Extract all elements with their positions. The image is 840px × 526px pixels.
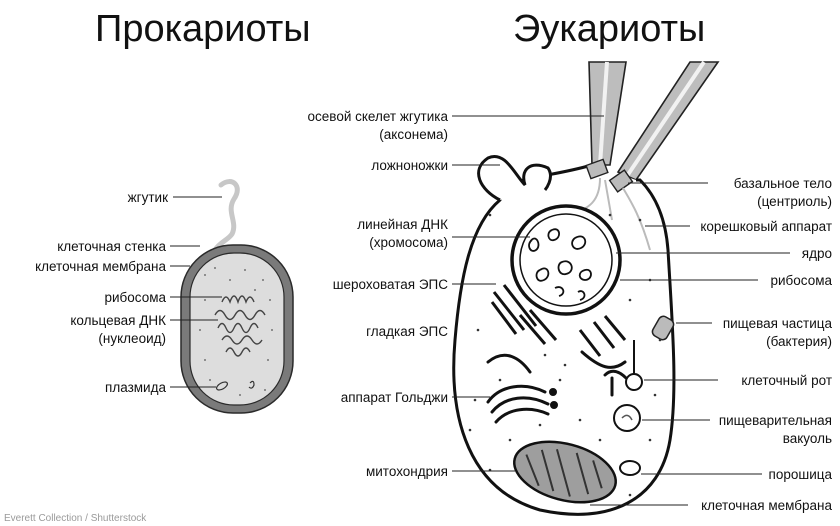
label-mitochondrion: митохондрия — [366, 464, 448, 479]
anal-pore — [620, 461, 640, 475]
label-smooth-er: гладкая ЭПС — [366, 324, 448, 339]
label-chromosome: (хромосома) — [369, 235, 448, 250]
label-axoneme: осевой скелет жгутика — [308, 109, 449, 124]
axoneme-right — [618, 62, 718, 180]
nucleus — [512, 206, 620, 314]
label-nucleoid: (нуклеоид) — [98, 331, 166, 346]
label-digestive-vacuole: пищеварительная — [719, 413, 832, 428]
label-euk-ribosome: рибосома — [771, 273, 833, 288]
label-cell-mouth: клеточный рот — [741, 373, 832, 388]
label-centriole: (центриоль) — [757, 194, 832, 209]
label-plasmid: плазмида — [105, 380, 166, 395]
prokaryote-cytoplasm — [190, 253, 284, 405]
label-axoneme-2: (аксонема) — [379, 127, 448, 142]
label-vacuole: вакуоль — [783, 431, 832, 446]
label-golgi: аппарат Гольджи — [341, 390, 448, 405]
label-prok-cell-membrane: клеточная мембрана — [35, 259, 166, 274]
label-rootlet: корешковый аппарат — [700, 219, 832, 234]
digestive-vacuole — [614, 405, 640, 431]
label-euk-cell-membrane: клеточная мембрана — [701, 498, 832, 513]
label-prok-ribosome: рибосома — [105, 290, 167, 305]
label-basal-body: базальное тело — [734, 176, 832, 191]
eukaryote-cell — [454, 62, 718, 514]
label-food-particle: пищевая частица — [723, 316, 833, 331]
label-anal-pore: порошица — [769, 467, 833, 482]
label-circular-dna: кольцевая ДНК — [70, 313, 166, 328]
label-nucleus: ядро — [802, 246, 832, 261]
label-cell-wall: клеточная стенка — [57, 239, 166, 254]
label-bacterium: (бактерия) — [766, 334, 832, 349]
prokaryote-flagellum — [215, 182, 237, 250]
cell-mouth — [626, 374, 642, 390]
label-rough-er: шероховатая ЭПС — [333, 277, 449, 292]
label-linear-dna: линейная ДНК — [357, 217, 448, 232]
image-credit: Everett Collection / Shutterstock — [4, 513, 147, 524]
label-pseudopods: ложноножки — [371, 158, 448, 173]
label-flagellum: жгутик — [128, 190, 168, 205]
